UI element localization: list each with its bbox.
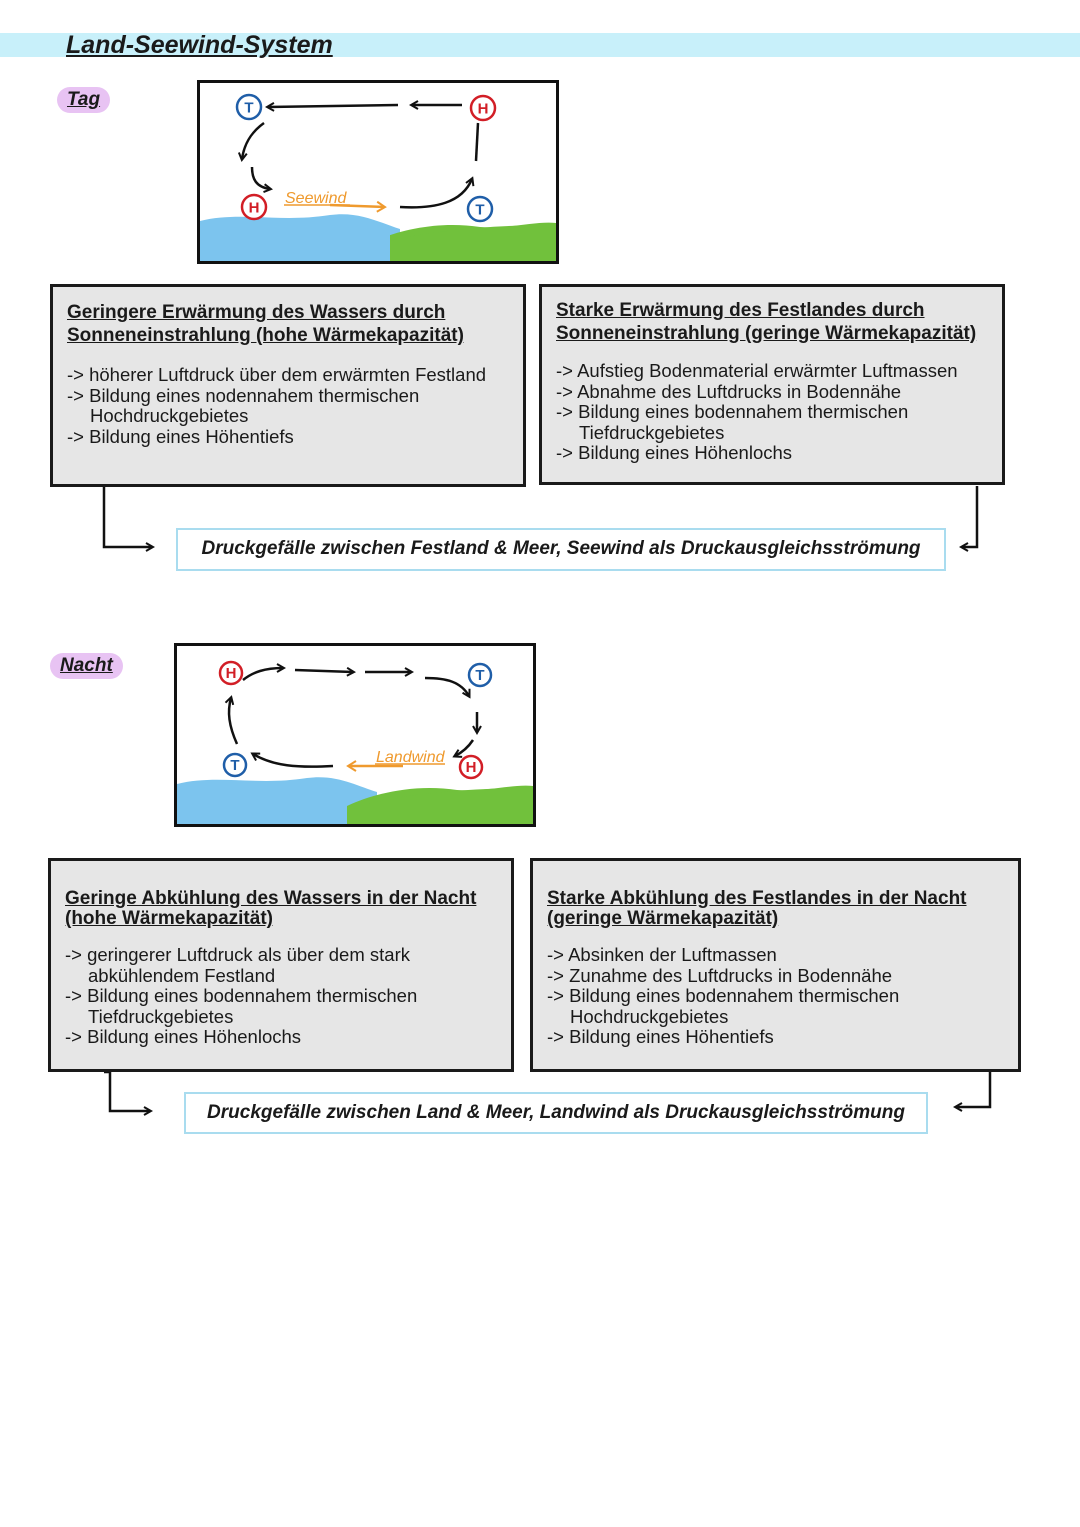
list-item: -> Bildung eines bodennahem thermischen …	[547, 985, 900, 1027]
night-left-heading: Geringe Abkühlung des Wassers in der Nac…	[65, 888, 477, 929]
high-pressure-icon-bottom: H	[240, 193, 268, 221]
svg-text:H: H	[249, 200, 260, 217]
night-right-box: Starke Abkühlung des Festlandes in der N…	[530, 858, 1021, 1072]
svg-text:T: T	[475, 667, 484, 684]
list-item: -> Bildung eines Höhentiefs	[67, 425, 294, 447]
list-item: -> Bildung eines nodennahem thermischen …	[67, 384, 420, 426]
list-item: -> Bildung eines bodennahem thermischen …	[556, 401, 909, 443]
list-item: -> geringerer Luftdruck als über dem sta…	[65, 944, 410, 986]
svg-text:T: T	[475, 202, 484, 219]
night-diagram: H T T H Landwind	[174, 643, 536, 827]
page-title: Land-Seewind-System	[66, 31, 333, 59]
high-pressure-icon-bottom: H	[458, 754, 484, 780]
day-label: Tag	[57, 87, 111, 113]
land-fill	[367, 788, 533, 824]
wind-label: Landwind	[376, 749, 446, 766]
day-diagram: T H H T Seewind	[197, 80, 559, 264]
night-label: Nacht	[50, 653, 123, 679]
day-left-heading: Geringere Erwärmung des Wassers durch So…	[67, 302, 464, 346]
water-fill	[177, 796, 367, 824]
day-left-box: Geringere Erwärmung des Wassers durch So…	[50, 284, 526, 487]
list-item: -> Absinken der Luftmassen	[547, 944, 777, 965]
low-pressure-icon-bottom: T	[466, 195, 494, 223]
svg-text:H: H	[226, 665, 237, 682]
low-pressure-icon-bottom: T	[222, 752, 248, 778]
land-fill	[390, 225, 556, 261]
list-item: -> Aufstieg Bodenmaterial erwärmter Luft…	[556, 360, 958, 381]
high-pressure-icon-top: H	[218, 660, 244, 686]
list-item: -> Bildung eines Höhenlochs	[65, 1026, 302, 1047]
svg-text:H: H	[466, 759, 477, 776]
svg-text:T: T	[230, 757, 239, 774]
list-item: -> Abnahme des Luftdrucks in Bodennähe	[556, 380, 902, 402]
title-band	[0, 33, 1080, 57]
night-left-box: Geringe Abkühlung des Wassers in der Nac…	[48, 858, 514, 1072]
svg-text:H: H	[478, 101, 489, 118]
list-item: -> Bildung eines bodennahem thermischen …	[65, 985, 418, 1027]
list-item: -> Bildung eines Höhenlochs	[556, 442, 793, 463]
night-right-heading: Starke Abkühlung des Festlandes in der N…	[547, 888, 967, 929]
water-fill	[200, 233, 390, 261]
list-item: -> Bildung eines Höhentiefs	[547, 1026, 774, 1047]
wind-label: Seewind	[285, 190, 347, 207]
day-right-heading: Starke Erwärmung des Festlandes durch So…	[556, 300, 977, 344]
day-result: Druckgefälle zwischen Festland & Meer, S…	[176, 528, 946, 571]
list-item: -> höherer Luftdruck über dem erwärmten …	[67, 364, 487, 385]
day-right-box: Starke Erwärmung des Festlandes durch So…	[539, 284, 1005, 485]
list-item: -> Zunahme des Luftdrucks in Bodennähe	[547, 964, 893, 986]
night-result: Druckgefälle zwischen Land & Meer, Landw…	[184, 1092, 928, 1134]
low-pressure-icon-top: T	[467, 662, 493, 688]
svg-text:T: T	[244, 100, 253, 117]
high-pressure-icon-top: H	[469, 94, 497, 122]
low-pressure-icon-top: T	[235, 93, 263, 121]
